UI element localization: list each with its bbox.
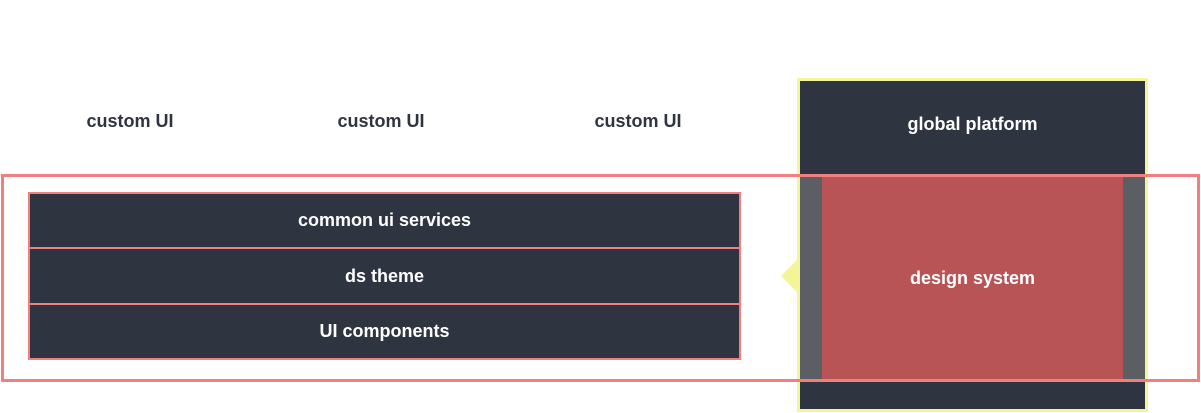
stack-layer-common-ui-services: common ui services [28,192,741,249]
design-system-right-edge [1123,177,1145,381]
stack-layer-ds-theme: ds theme [28,247,741,305]
design-system-label: design system [909,268,1036,288]
pointer-arrow-icon [781,260,797,292]
global-platform-title: global platform [907,114,1038,134]
design-system-left-edge [800,177,822,381]
global-platform-block: global platform design system [797,78,1148,412]
custom-ui-label-3: custom UI [594,111,682,131]
custom-ui-label-1: custom UI [86,111,174,131]
ds-layer-stack: common ui services ds theme UI component… [28,192,741,360]
design-system-block: design system [822,177,1123,381]
custom-ui-label-2: custom UI [337,111,425,131]
stack-layer-ui-components: UI components [28,303,741,360]
